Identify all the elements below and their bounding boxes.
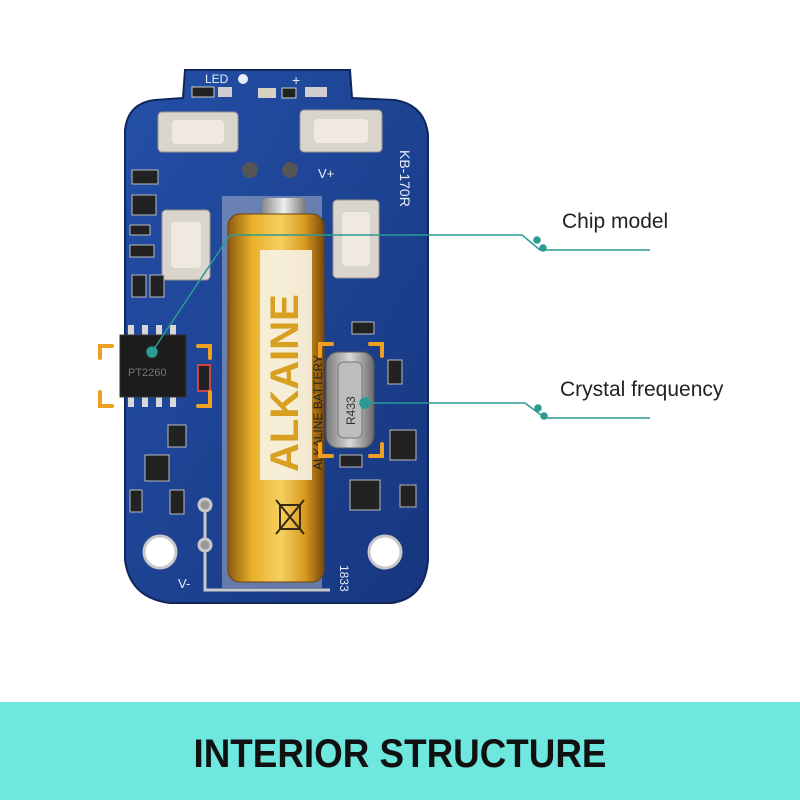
led-marker (238, 74, 248, 84)
callout-crystal-frequency: Crystal frequency (560, 378, 724, 401)
mounting-hole-left (142, 534, 178, 570)
ic-chip: PT2260 (119, 325, 187, 407)
silkscreen-code: 1833 (337, 565, 351, 592)
chip-marking: PT2260 (128, 367, 167, 379)
silkscreen-vminus: V- (178, 576, 190, 591)
smd-left-column (129, 169, 187, 515)
callout-line-chip (146, 234, 650, 358)
silkscreen-model: KB-170R (397, 150, 413, 207)
title-banner: INTERIOR STRUCTURE (0, 702, 800, 800)
diode (197, 364, 211, 392)
battery-clip (197, 497, 330, 592)
battery: ALKAINE ALKALINE BATTERY (222, 196, 325, 588)
crystal-marking: R433 (344, 396, 358, 425)
crystal-oscillator: R433 (325, 351, 375, 449)
chip-highlight-bracket (98, 344, 212, 408)
silkscreen-vplus: V+ (318, 166, 334, 181)
circuit-board-photo: LED + V+ KB-170R (98, 69, 650, 604)
battery-subtext: ALKALINE BATTERY (311, 355, 325, 470)
tactile-button-left (161, 209, 211, 281)
silkscreen-led: LED (205, 72, 229, 86)
smd-top-row (191, 86, 327, 99)
battery-brand: ALKAINE (263, 294, 307, 472)
silkscreen-plus: + (292, 72, 300, 88)
callout-line-crystal (359, 397, 650, 420)
tactile-button-top-left (157, 111, 239, 153)
callout-chip-model: Chip model (562, 210, 669, 233)
recycle-bin-icon (275, 499, 305, 535)
crystal-highlight-bracket (318, 342, 384, 458)
smd-right-column (339, 321, 417, 511)
banner-title: INTERIOR STRUCTURE (193, 732, 607, 776)
mounting-hole-right (367, 534, 403, 570)
tactile-button-right (332, 199, 380, 279)
tactile-button-top-right (299, 109, 383, 153)
